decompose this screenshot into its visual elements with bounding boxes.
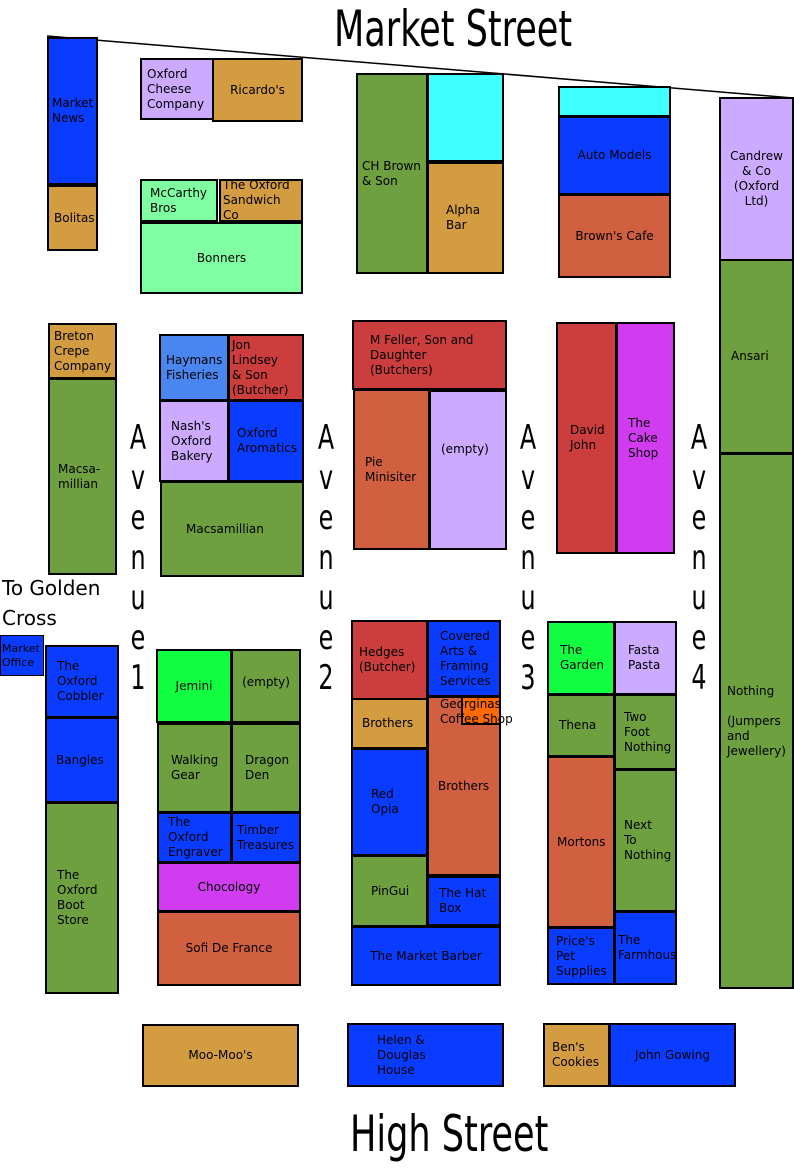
shop-haymans-fisheries[interactable]: Haymans Fisheries bbox=[159, 334, 229, 401]
high-street-label: High Street bbox=[350, 1105, 549, 1163]
shop-cake-shop[interactable]: The Cake Shop bbox=[616, 322, 675, 554]
shop-hedges[interactable]: Hedges (Butcher) bbox=[351, 620, 428, 700]
shop-walking-gear[interactable]: Walking Gear bbox=[157, 723, 232, 813]
shop-next-to-nothing[interactable]: Next To Nothing bbox=[614, 769, 677, 912]
shop-georginas-label: Georginas Coffee Shop bbox=[440, 697, 513, 726]
avenue-2-label: A v e n u e 2 bbox=[317, 418, 335, 698]
shop-brothers-1[interactable]: Brothers bbox=[351, 698, 428, 749]
shop-oxford-engraver[interactable]: The Oxford Engraver bbox=[157, 812, 232, 863]
shop-sofi-de-france[interactable]: Sofi De France bbox=[157, 911, 301, 986]
unit-unlabelled-cyan-2[interactable] bbox=[558, 86, 671, 117]
shop-moo-moos[interactable]: Moo-Moo's bbox=[142, 1024, 299, 1087]
shop-ricardos[interactable]: Ricardo's bbox=[212, 58, 303, 122]
shop-bolitas[interactable]: Bolitas bbox=[47, 185, 98, 251]
shop-bangles[interactable]: Bangles bbox=[45, 717, 119, 803]
shop-georginas-box[interactable] bbox=[461, 696, 501, 725]
shop-browns-cafe[interactable]: Brown's Cafe bbox=[558, 194, 671, 278]
shop-m-feller[interactable]: M Feller, Son and Daughter (Butchers) bbox=[352, 320, 507, 390]
shop-fasta-pasta[interactable]: Fasta Pasta bbox=[614, 621, 677, 695]
shop-farmhouse[interactable]: The Farmhouse bbox=[614, 911, 677, 985]
golden-cross-label: To Golden Cross bbox=[2, 576, 101, 630]
shop-oxford-aromatics[interactable]: Oxford Aromatics bbox=[228, 400, 304, 482]
shop-candrew[interactable]: Candrew & Co (Oxford Ltd) bbox=[719, 97, 794, 261]
shop-mccarthy-bros[interactable]: McCarthy Bros bbox=[140, 179, 218, 222]
avenue-1-label: A v e n u e 1 bbox=[129, 418, 147, 698]
shop-market-office[interactable]: Market Office bbox=[0, 635, 44, 676]
shop-oxford-cheese-company[interactable]: Oxford Cheese Company bbox=[140, 58, 214, 120]
shop-thena[interactable]: Thena bbox=[547, 694, 615, 757]
shop-market-barber[interactable]: The Market Barber bbox=[351, 926, 501, 986]
market-street-label: Market Street bbox=[334, 0, 573, 58]
shop-mortons[interactable]: Mortons bbox=[547, 756, 615, 928]
shop-ch-brown[interactable]: CH Brown & Son bbox=[356, 73, 428, 274]
shop-nothing[interactable]: Nothing (Jumpers and Jewellery) bbox=[719, 453, 794, 989]
shop-covered-arts[interactable]: Covered Arts & Framing Services bbox=[427, 620, 501, 697]
shop-brothers-2[interactable]: Brothers bbox=[427, 696, 501, 876]
shop-nashs-oxford-bakery[interactable]: Nash's Oxford Bakery bbox=[159, 400, 229, 482]
shop-chocology[interactable]: Chocology bbox=[157, 862, 301, 912]
shop-alpha-bar[interactable]: Alpha Bar bbox=[427, 162, 504, 274]
shop-bens-cookies[interactable]: Ben's Cookies bbox=[543, 1023, 610, 1087]
shop-bonners[interactable]: Bonners bbox=[140, 222, 303, 294]
shop-david-john[interactable]: David John bbox=[556, 322, 617, 554]
shop-helen-douglas-house[interactable]: Helen & Douglas House bbox=[347, 1023, 504, 1087]
shop-timber-treasures[interactable]: Timber Treasures bbox=[231, 812, 301, 863]
shop-the-garden[interactable]: The Garden bbox=[547, 621, 615, 695]
shop-prices-pet-supplies[interactable]: Price's Pet Supplies bbox=[547, 927, 615, 985]
shop-jon-lindsey[interactable]: Jon Lindsey & Son (Butcher) bbox=[228, 334, 304, 401]
shop-pie-minisiter[interactable]: Pie Minisiter bbox=[353, 389, 430, 550]
avenue-4-label: A v e n u e 4 bbox=[690, 418, 708, 698]
shop-oxford-sandwich-co[interactable]: The Oxford Sandwich Co bbox=[219, 179, 303, 222]
shop-empty-2[interactable]: (empty) bbox=[231, 649, 301, 723]
avenue-3-label: A v e n u e 3 bbox=[519, 418, 537, 698]
shop-jemini[interactable]: Jemini bbox=[156, 649, 232, 723]
shop-oxford-boot-store[interactable]: The Oxford Boot Store bbox=[45, 802, 119, 994]
shop-hat-box[interactable]: The Hat Box bbox=[427, 876, 501, 926]
shop-empty-1[interactable]: (empty) bbox=[429, 390, 507, 550]
shop-pingui[interactable]: PinGui bbox=[351, 855, 428, 927]
shop-auto-models[interactable]: Auto Models bbox=[558, 116, 671, 195]
shop-breton-crepe-company[interactable]: Breton Crepe Company bbox=[48, 323, 117, 379]
shop-market-news[interactable]: Market News bbox=[47, 37, 98, 185]
unit-unlabelled-cyan-1[interactable] bbox=[427, 73, 504, 162]
shop-ansari[interactable]: Ansari bbox=[719, 259, 794, 454]
shop-john-gowing[interactable]: John Gowing bbox=[609, 1023, 736, 1087]
shop-two-foot-nothing[interactable]: Two Foot Nothing bbox=[614, 694, 677, 770]
shop-dragon-den[interactable]: Dragon Den bbox=[231, 723, 301, 813]
shop-red-opia[interactable]: Red Opia bbox=[351, 748, 428, 856]
shop-macsamillian-1[interactable]: Macsa- millian bbox=[48, 378, 117, 575]
shop-macsamillian-2[interactable]: Macsamillian bbox=[160, 481, 304, 577]
shop-oxford-cobbler[interactable]: The Oxford Cobbler bbox=[45, 645, 119, 718]
